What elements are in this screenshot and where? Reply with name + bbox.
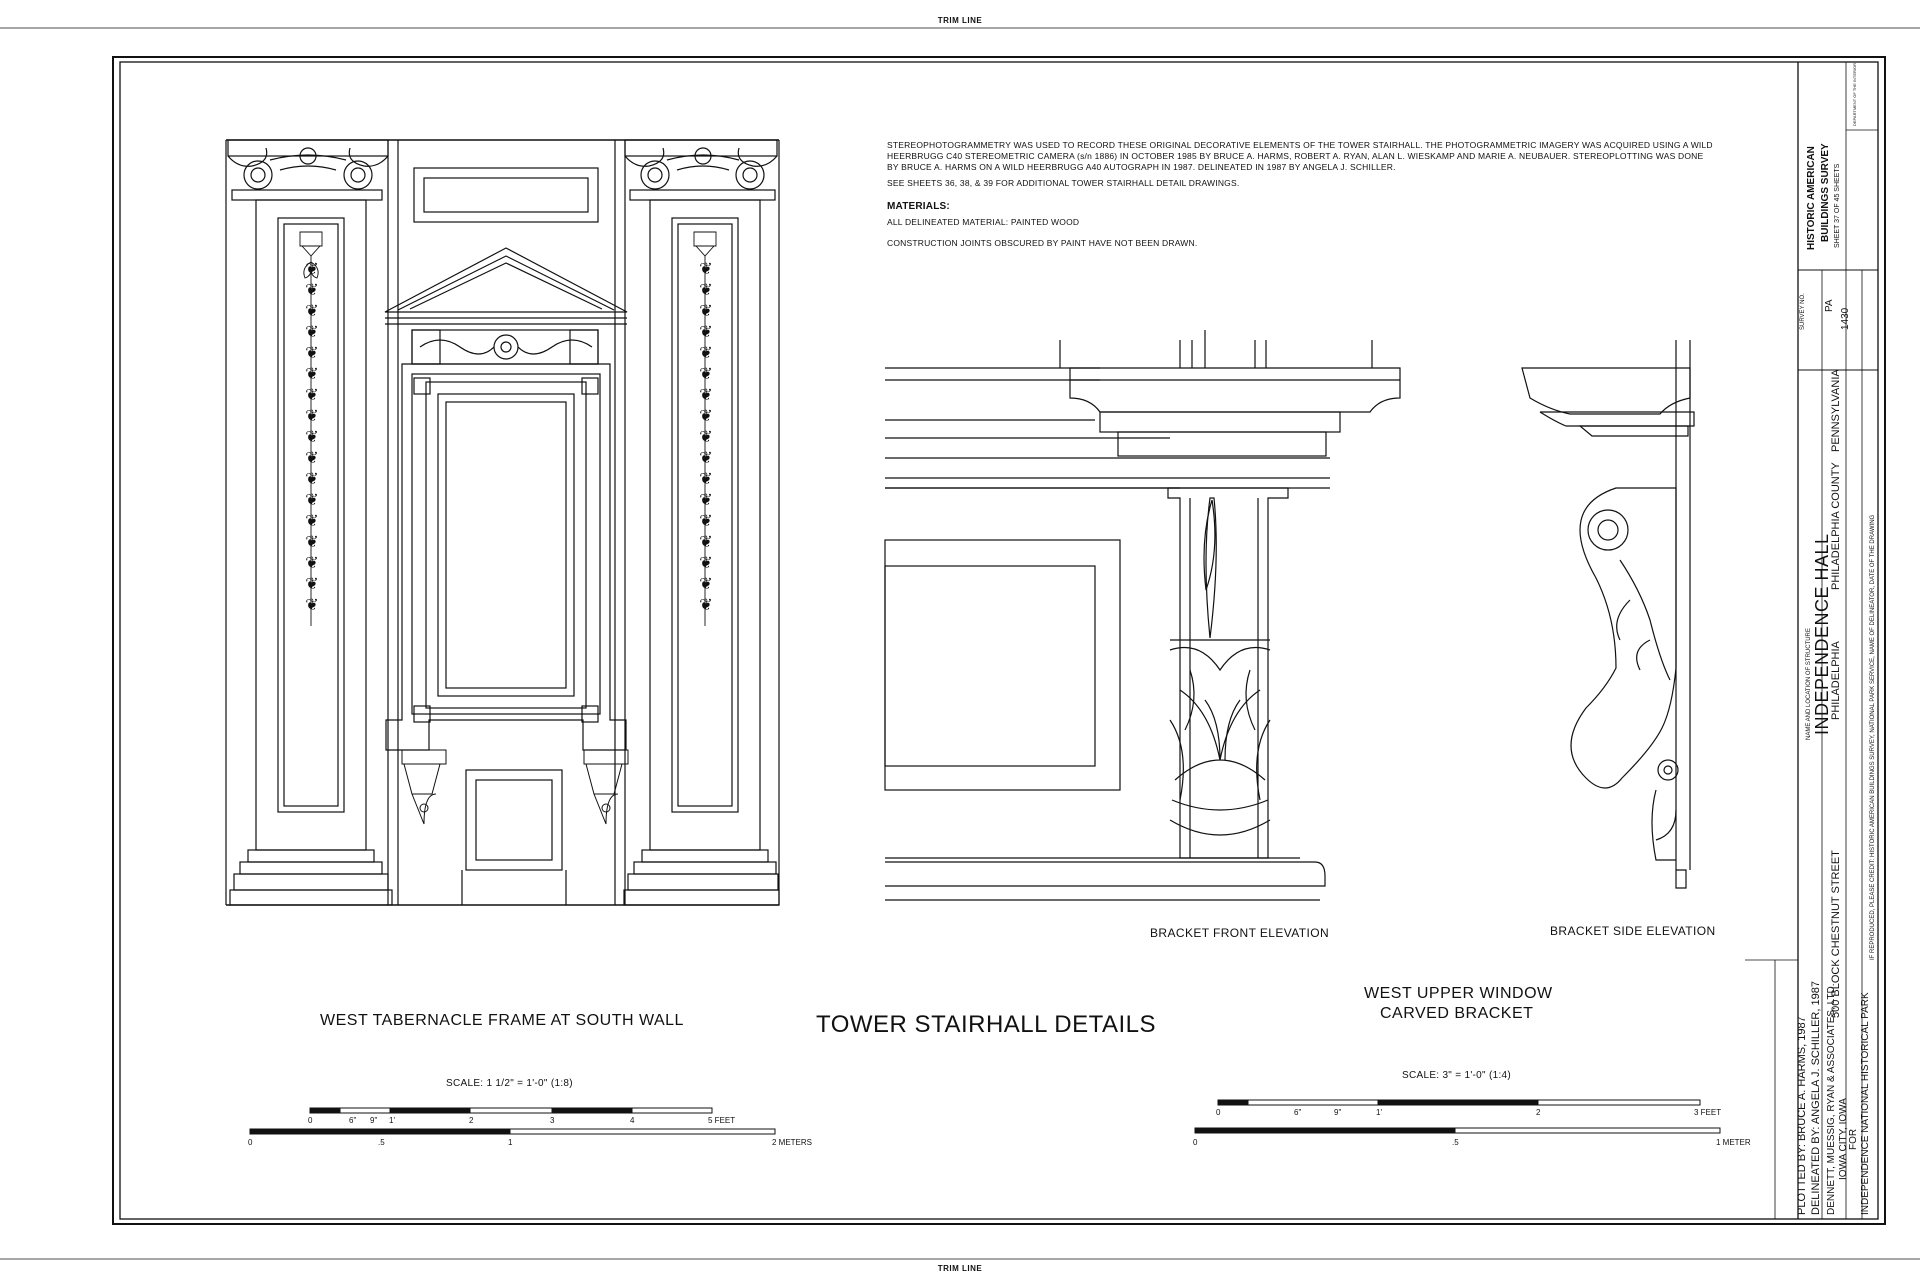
scale-left-tick: 5 FEET bbox=[708, 1116, 736, 1125]
credit-delineated: DELINEATED BY: ANGELA J. SCHILLER, 1987 bbox=[1810, 981, 1822, 1215]
scale-left-tick: 6" bbox=[349, 1116, 357, 1125]
credit-firm: DENNETT, MUESSIG, RYAN & ASSOCIATES, LTD… bbox=[1826, 983, 1837, 1215]
trim-line-bottom: TRIM LINE bbox=[937, 1264, 983, 1273]
scale-bar-left bbox=[249, 1107, 776, 1135]
scale-right-tick: 3 FEET bbox=[1694, 1108, 1722, 1117]
console-right bbox=[583, 749, 629, 825]
scale-right-tick: 6" bbox=[1294, 1108, 1302, 1117]
bracket-front-label: BRACKET FRONT ELEVATION bbox=[1150, 926, 1330, 940]
scale-right-tick: 9" bbox=[1334, 1108, 1342, 1117]
habs-title-2: BUILDINGS SURVEY bbox=[1820, 143, 1831, 242]
bracket-side-label: BRACKET SIDE ELEVATION bbox=[1550, 924, 1716, 938]
department: DEPARTMENT OF THE INTERIOR bbox=[1852, 62, 1857, 126]
bracket-title-line2: CARVED BRACKET bbox=[1380, 1005, 1534, 1022]
tabernacle-title: WEST TABERNACLE FRAME AT SOUTH WALL bbox=[320, 1012, 684, 1029]
credit-line: IF REPRODUCED, PLEASE CREDIT: HISTORIC A… bbox=[1870, 514, 1876, 960]
scale-left-tick: 3 bbox=[550, 1116, 555, 1125]
credit-park: INDEPENDENCE NATIONAL HISTORICAL PARK bbox=[1860, 992, 1871, 1215]
scale-left-tick: 0 bbox=[308, 1116, 313, 1125]
address: 500 BLOCK CHESTNUT STREET bbox=[1830, 850, 1842, 1018]
scale-left-tick: 2 METERS bbox=[772, 1138, 813, 1147]
bracket-title-line1: WEST UPPER WINDOW bbox=[1364, 985, 1553, 1002]
habs-title-1: HISTORIC AMERICAN bbox=[1806, 146, 1817, 250]
construction-note: CONSTRUCTION JOINTS OBSCURED BY PAINT HA… bbox=[887, 238, 1198, 248]
scale-left-tick: .5 bbox=[378, 1138, 385, 1147]
city: PHILADELPHIA bbox=[1830, 641, 1842, 720]
right-pendant bbox=[693, 231, 717, 626]
credit-plotted: PLOTTED BY: BRUCE A. HARMS, 1987 bbox=[1796, 1016, 1808, 1215]
county: PHILADELPHIA COUNTY bbox=[1830, 462, 1842, 590]
scale-left-tick: 0 bbox=[248, 1138, 253, 1147]
bracket-front-drawing bbox=[884, 330, 1401, 901]
materials-heading: MATERIALS: bbox=[887, 201, 950, 212]
materials-note: ALL DELINEATED MATERIAL: PAINTED WOOD bbox=[887, 217, 1080, 227]
scale-bar-right bbox=[1194, 1099, 1721, 1134]
trim-line-top: TRIM LINE bbox=[937, 16, 983, 25]
scale-left-label: SCALE: 1 1/2" = 1'-0" (1:8) bbox=[446, 1078, 573, 1089]
scale-left-tick: 9" bbox=[370, 1116, 378, 1125]
survey-no-label: SURVEY NO. bbox=[1800, 293, 1806, 330]
scale-left-tick: 4 bbox=[630, 1116, 635, 1125]
console-left bbox=[401, 749, 447, 825]
survey-state: PA bbox=[1824, 299, 1835, 312]
scale-right-tick: .5 bbox=[1452, 1138, 1459, 1147]
see-sheets-note: SEE SHEETS 36, 38, & 39 FOR ADDITIONAL T… bbox=[887, 178, 1240, 188]
notes-paragraph: STEREOPHOTOGRAMMETRY WAS USED TO RECORD … bbox=[887, 140, 1713, 172]
state: PENNSYLVANIA bbox=[1830, 369, 1842, 452]
scale-left-tick: 1 bbox=[508, 1138, 513, 1147]
scale-right-label: SCALE: 3" = 1'-0" (1:4) bbox=[1402, 1070, 1512, 1081]
scale-left-tick: 1' bbox=[389, 1116, 395, 1125]
credit-for: FOR bbox=[1848, 1128, 1859, 1150]
scale-right-tick: 0 bbox=[1216, 1108, 1221, 1117]
tabernacle-drawing bbox=[225, 139, 780, 906]
scale-right-tick: 1 METER bbox=[1716, 1138, 1751, 1147]
scale-right-tick: 0 bbox=[1193, 1138, 1198, 1147]
bracket-side-drawing bbox=[1521, 340, 1695, 889]
scale-left-tick: 2 bbox=[469, 1116, 474, 1125]
scale-right-tick: 1' bbox=[1376, 1108, 1382, 1117]
scale-right-tick: 2 bbox=[1536, 1108, 1541, 1117]
left-pendant bbox=[299, 231, 323, 626]
survey-number: 1430 bbox=[1840, 307, 1851, 330]
left-pendant-leaves: ❦❦❦❦❦❦❦❦❦❦❦❦❦❦❦❦❦ bbox=[305, 259, 319, 614]
right-pendant-leaves: ❦❦❦❦❦❦❦❦❦❦❦❦❦❦❦❦❦ bbox=[699, 259, 713, 614]
sheet-number: SHEET 37 OF 45 SHEETS bbox=[1834, 163, 1841, 248]
sheet-title: TOWER STAIRHALL DETAILS bbox=[816, 1011, 1157, 1038]
